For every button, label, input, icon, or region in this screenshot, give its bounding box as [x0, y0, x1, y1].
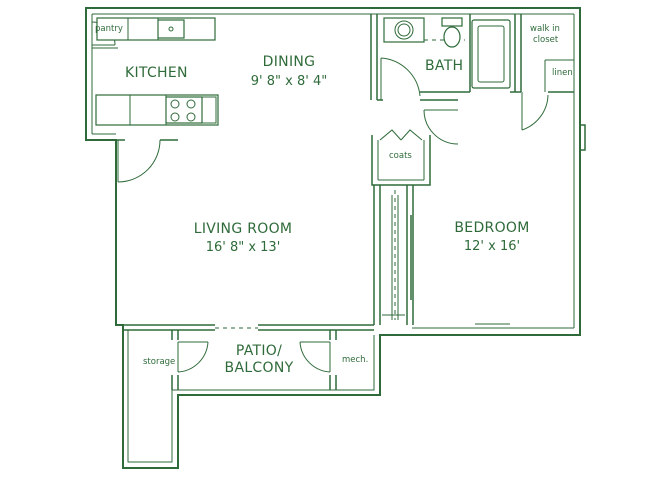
coats-label: coats [389, 151, 412, 161]
pantry-label: pantry [95, 24, 123, 34]
storage-label: storage [143, 357, 175, 367]
vanity-icon [383, 17, 425, 43]
room-labels: KITCHEN DINING 9' 8" x 8' 4" BATH LIVING… [125, 54, 529, 376]
dining-label: DINING [263, 54, 316, 70]
linen-label: linen [552, 68, 573, 78]
doors [91, 21, 549, 373]
walk-in-label-line1: walk in [530, 24, 560, 34]
dining-size: 9' 8" x 8' 4" [251, 74, 327, 89]
bath-fixtures [383, 17, 511, 89]
patio-label-line2: BALCONY [225, 360, 294, 376]
mech-label: mech. [342, 355, 368, 365]
bath-label: BATH [425, 58, 463, 74]
interior-walls [116, 14, 586, 390]
kitchen-fixtures [92, 17, 219, 126]
toilet-bowl-icon [443, 26, 461, 48]
bedroom-size: 12' x 16' [464, 239, 520, 254]
living-room-size: 16' 8" x 13' [206, 240, 281, 255]
walk-in-label-line2: closet [533, 35, 559, 45]
small-labels: pantry walk in closet linen coats storag… [95, 24, 573, 367]
bathtub-icon [471, 19, 511, 89]
patio-label-line1: PATIO/ [236, 343, 282, 359]
living-room-label: LIVING ROOM [194, 221, 293, 237]
toilet-tank-icon [441, 17, 463, 27]
kitchen-label: KITCHEN [125, 65, 188, 81]
bedroom-label: BEDROOM [454, 220, 529, 236]
kitchen-sink-icon [157, 19, 185, 39]
